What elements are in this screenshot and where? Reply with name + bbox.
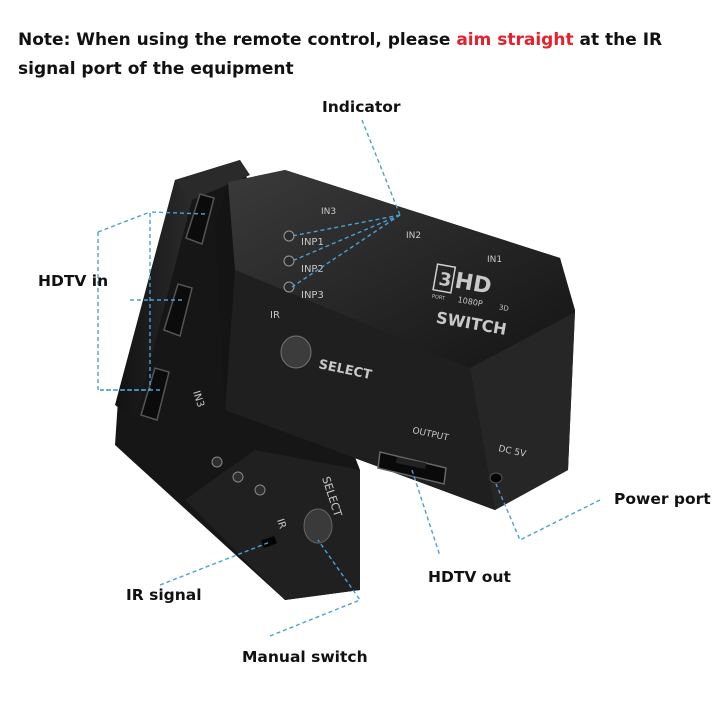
power-port-label: Power port — [614, 490, 711, 508]
note-prefix: Note: When using the remote control, ple… — [18, 30, 457, 50]
inp2-label: INP2 — [301, 264, 324, 275]
manual-switch-label: Manual switch — [242, 648, 368, 666]
logo-port: PORT — [431, 294, 446, 302]
power-port — [489, 472, 503, 484]
logo-1080p: 1080P — [457, 295, 484, 308]
back-ir-label: IR — [274, 518, 288, 531]
led-inp1 — [283, 230, 295, 242]
logo-3d: 3D — [498, 303, 509, 313]
front-device: INP1 INP2 INP3 IN3 IN2 IN1 IR SELECT 3 H… — [215, 170, 575, 510]
note-highlight: aim straight — [456, 30, 574, 50]
manual-select-button — [303, 508, 333, 544]
leader-lines — [97, 119, 601, 637]
ir-signal-label: IR signal — [126, 586, 202, 604]
note-suffix: at the IR signal port of the equipment — [18, 30, 663, 79]
ir-label: IR — [270, 310, 280, 321]
hdtv-in-label: HDTV in — [38, 272, 109, 290]
inp1-label: INP1 — [301, 237, 324, 248]
back-led-1 — [211, 456, 223, 468]
in2-label: IN2 — [406, 231, 421, 241]
hd-logo: 3 HD PORT 1080P 3D SWITCH — [431, 263, 509, 339]
back-led-2 — [232, 471, 244, 483]
led-inp2 — [283, 255, 295, 267]
back-led-3 — [254, 484, 266, 496]
in1-label: IN1 — [487, 255, 502, 265]
hdmi-in-port-1 — [185, 193, 215, 245]
inp3-label: INP3 — [301, 290, 324, 301]
hdtv-out-label: HDTV out — [428, 568, 511, 586]
in3-label: IN3 — [321, 207, 336, 217]
back-in3-label: IN3 — [190, 390, 206, 409]
indicator-label: Indicator — [322, 98, 401, 116]
select-button — [280, 335, 312, 369]
led-inp3 — [283, 281, 295, 293]
note-text: Note: When using the remote control, ple… — [18, 26, 718, 84]
logo-3: 3 — [437, 269, 453, 292]
hdmi-output-port — [377, 451, 447, 485]
ir-receiver-window — [261, 535, 277, 549]
